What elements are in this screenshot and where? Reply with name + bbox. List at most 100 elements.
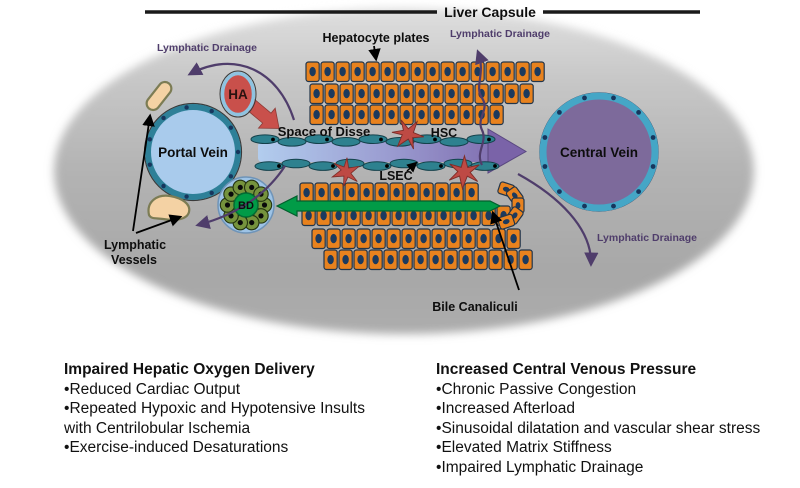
endothelial-nucleus <box>331 164 335 168</box>
hepatocyte-nucleus <box>354 66 361 77</box>
hepatocyte-nucleus <box>328 109 335 120</box>
hepatocyte-nucleus <box>414 66 421 77</box>
hepatocyte-plates-arrow <box>368 45 381 62</box>
central-vein-rim-nucleus <box>611 203 616 209</box>
hepatocyte-nucleus <box>510 233 517 244</box>
bile-duct-cell-nucleus <box>228 191 234 197</box>
hepatocyte-plates <box>299 61 545 271</box>
impaired-oxygen-panel: Impaired Hepatic Oxygen Delivery Reduced… <box>64 360 384 458</box>
portal-vein-rim-nucleus <box>184 105 189 110</box>
hepatocyte-nucleus <box>462 254 469 265</box>
central-vein-rim-nucleus <box>636 110 641 115</box>
endothelial-nucleus <box>325 137 329 142</box>
hepatocyte-nucleus <box>492 254 499 265</box>
hepatic-artery-lumen <box>220 71 256 117</box>
hepatocyte-nucleus <box>418 88 425 99</box>
hepatocyte-nucleus <box>380 210 387 221</box>
hepatocyte-nucleus <box>324 66 331 77</box>
lymph-vessel-arrow-lower <box>135 214 183 234</box>
hepatocyte-nucleus <box>477 254 484 265</box>
central-vein-rim-nucleus <box>542 164 548 169</box>
central-vein-rim-nucleus <box>542 135 548 140</box>
endothelial-cell <box>466 134 496 144</box>
lymphatic-drainage-label-bottom-right: Lymphatic Drainage <box>597 232 697 244</box>
hepatocyte-nucleus <box>493 88 500 99</box>
lymph-drainage-paths <box>187 49 599 267</box>
lymphatic-vessels-label-line1: Lymphatic <box>104 238 166 252</box>
panel-title: Increased Central Venous Pressure <box>436 361 697 378</box>
portal-vein-rim-nucleus <box>184 194 189 199</box>
hepatocyte-nucleus <box>358 109 365 120</box>
endothelial-cell <box>389 158 419 169</box>
hepatocyte-nucleus <box>410 210 417 221</box>
hepatocyte-nucleus <box>333 187 340 198</box>
lymph-vessel-upper <box>145 80 173 112</box>
endothelial-cell <box>362 161 392 171</box>
central-vein-label: Central Vein <box>560 145 638 160</box>
lymphatic-drainage-label-top: Lymphatic Drainage <box>450 28 550 40</box>
bullet-list: Reduced Cardiac OutputRepeated Hypoxic a… <box>64 380 384 458</box>
hepatocyte-nucleus <box>459 66 466 77</box>
hepatocyte-nucleus <box>357 254 364 265</box>
lymph-vessel-lower <box>147 194 191 221</box>
lymph-path-through-plates <box>475 49 489 166</box>
hepatocyte-nucleus <box>438 187 445 198</box>
lymphatic-vessels-label-line2: Vessels <box>111 253 157 267</box>
hepatocyte-nucleus <box>328 88 335 99</box>
hepatocyte-nucleus <box>417 254 424 265</box>
hepatocyte-nucleus <box>455 210 462 221</box>
hepatocyte-nucleus <box>433 88 440 99</box>
bile-canaliculi-arrow <box>490 210 520 291</box>
hepatocyte-nucleus <box>387 254 394 265</box>
hepatocyte-nucleus <box>358 88 365 99</box>
central-vein-rim-nucleus <box>611 95 616 101</box>
lymph-path-lower-right <box>517 173 599 267</box>
endothelial-cell <box>358 134 388 144</box>
liver-capsule-label: Liver Capsule <box>444 4 536 20</box>
hepatocyte-nucleus <box>463 88 470 99</box>
bile-duct-cell-nucleus <box>261 202 268 208</box>
hepatic-artery <box>219 70 257 118</box>
hepatocyte-nucleus <box>365 210 372 221</box>
lymph-vessel-arrow-upper <box>132 113 155 232</box>
endothelial-nucleus <box>487 137 491 142</box>
sinusoid-lumen <box>258 142 490 162</box>
bullet-item: Chronic Passive Congestion <box>436 380 800 400</box>
hepatocyte-nucleus <box>390 233 397 244</box>
bullet-item: Elevated Matrix Stiffness <box>436 438 800 458</box>
bullet-item: Repeated Hypoxic and Hypotensive Insults… <box>64 399 384 438</box>
hepatocyte-nucleus <box>339 66 346 77</box>
bile-duct-cell-nucleus <box>249 219 255 226</box>
hepatocyte-nucleus <box>318 187 325 198</box>
portal-vein-rim-nucleus <box>209 108 214 114</box>
lymph-path-around-portal <box>195 165 286 230</box>
endothelial-cell <box>281 158 311 169</box>
hepatocyte-nucleus <box>468 187 475 198</box>
bullet-item: Exercise-induced Desaturations <box>64 438 384 458</box>
hepatocyte-nucleus <box>444 66 451 77</box>
endothelial-cell <box>277 137 307 147</box>
central-vein-rim-nucleus <box>582 203 587 209</box>
hepatocyte-nucleus <box>375 233 382 244</box>
hepatocyte-nucleus <box>388 88 395 99</box>
hepatocyte-nucleus <box>519 66 526 77</box>
hepatocyte-nucleus <box>303 187 310 198</box>
bile-duct-cell-nucleus <box>237 219 243 226</box>
hepatocyte-nucleus <box>423 187 430 198</box>
portal-vein-label: Portal Vein <box>158 145 228 160</box>
hepatocyte-nucleus <box>453 187 460 198</box>
hepatocyte-nucleus <box>348 187 355 198</box>
central-vein-rim-nucleus <box>582 95 587 101</box>
bullet-list: Chronic Passive CongestionIncreased Afte… <box>436 380 800 478</box>
hepatocyte-nucleus <box>450 233 457 244</box>
hepatocyte-nucleus <box>309 66 316 77</box>
bile-duct-cell-nucleus <box>258 213 264 219</box>
hsc-label: HSC <box>431 126 457 140</box>
hepatocyte-nucleus <box>335 210 342 221</box>
hepatocyte-nucleus <box>463 109 470 120</box>
central-vein <box>539 92 659 212</box>
hepatocyte-plates-label: Hepatocyte plates <box>323 31 430 45</box>
hepatocyte-nucleus <box>363 187 370 198</box>
hepatocyte-nucleus <box>313 109 320 120</box>
portal-vein-rim-nucleus <box>228 174 234 179</box>
